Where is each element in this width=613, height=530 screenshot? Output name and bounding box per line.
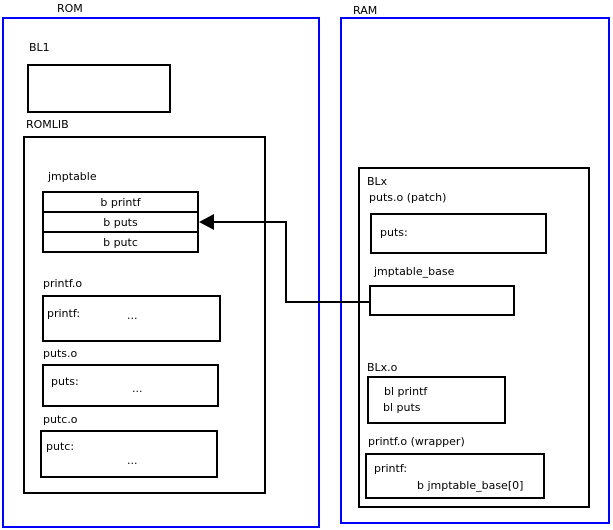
jmptable-base-label: jmptable_base (374, 265, 455, 278)
jmptable-row-puts: b puts (42, 211, 199, 233)
puts-symbol: puts: (51, 375, 79, 388)
printf-body-ellipsis: ... (127, 309, 138, 322)
jmptable-rows: b printf b puts b putc (42, 191, 199, 253)
putc-symbol: putc: (46, 440, 75, 453)
blx-label: BLx (367, 175, 388, 188)
blx-o-line-1: bl printf (384, 385, 428, 398)
bl1-label: BL1 (29, 41, 50, 54)
puts-patch-box: puts: (370, 213, 547, 254)
putc-o-label: putc.o (43, 413, 78, 426)
jmptable-row-putc: b putc (42, 231, 199, 253)
blx-o-box: bl printf bl puts (367, 376, 506, 424)
printf-wrapper-label: printf.o (wrapper) (368, 435, 465, 448)
ram-section-label: RAM (353, 4, 378, 17)
romlib-box (23, 136, 266, 494)
puts-patch-symbol: puts: (380, 226, 408, 239)
puts-o-label: puts.o (43, 347, 78, 360)
bl1-box (27, 64, 171, 113)
blx-box (358, 167, 590, 508)
putc-o-box: putc: ... (40, 430, 218, 478)
puts-o-box: puts: ... (42, 364, 219, 407)
blx-o-line-2: bl puts (383, 401, 421, 414)
jmptable-base-box (369, 285, 515, 316)
blx-o-label: BLx.o (367, 361, 398, 374)
putc-body-ellipsis: ... (127, 454, 138, 467)
printf-wrapper-symbol: printf: (374, 462, 408, 475)
jmptable-row-printf: b printf (42, 191, 199, 213)
rom-section-label: ROM (57, 2, 83, 15)
printf-symbol: printf: (47, 307, 81, 320)
puts-patch-label: puts.o (patch) (369, 191, 447, 204)
jmptable-label: jmptable (48, 170, 97, 183)
romlib-label: ROMLIB (26, 118, 69, 131)
printf-o-label: printf.o (43, 277, 83, 290)
printf-wrapper-box: printf: b jmptable_base[0] (365, 453, 545, 499)
printf-o-box: printf: ... (42, 295, 221, 342)
printf-wrapper-body: b jmptable_base[0] (417, 479, 524, 492)
puts-body-ellipsis: ... (132, 382, 143, 395)
